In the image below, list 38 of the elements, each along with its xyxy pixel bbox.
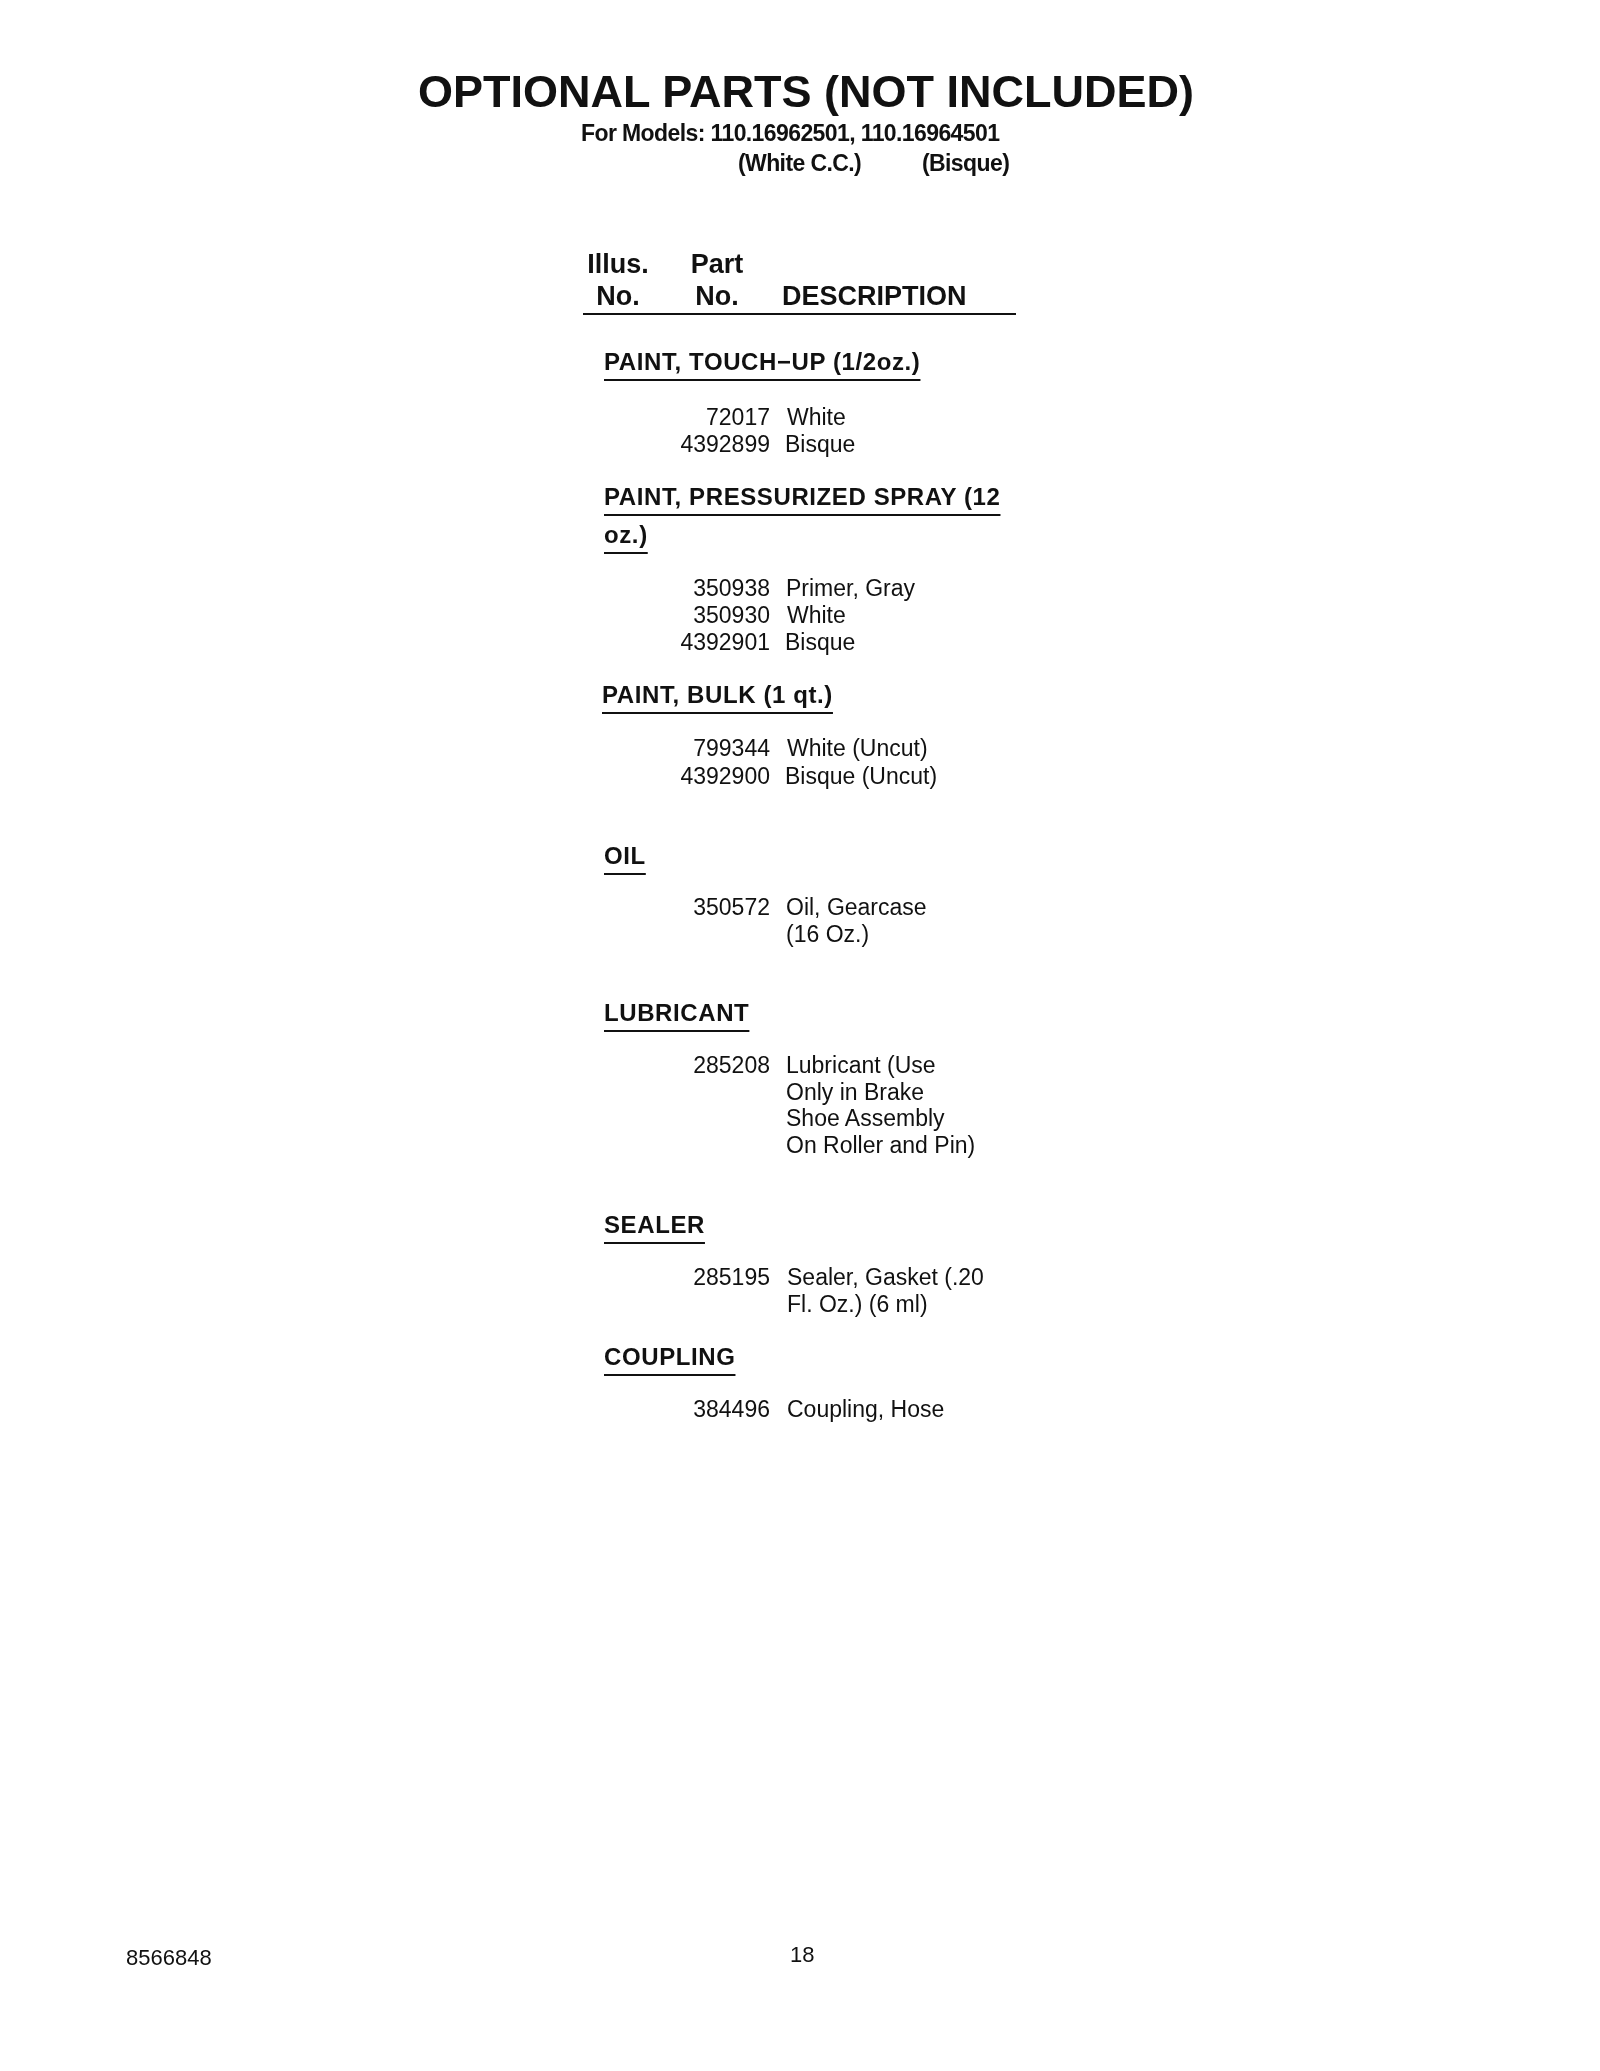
part-number: 285195 [693,1264,770,1291]
model-line: For Models: 110.16962501, 110.16964501 [581,120,1000,147]
section-heading: OIL [604,841,646,871]
part-number: 350938 [693,575,770,602]
section-heading: COUPLING [604,1342,736,1372]
part-description: White (Uncut) [787,735,929,762]
part-description: Primer, Gray [786,575,917,602]
part-number: 384496 [693,1396,770,1423]
part-description: Bisque [785,629,857,656]
part-number: 350572 [693,894,770,921]
section-heading: LUBRICANT [604,998,750,1028]
page-number: 18 [790,1942,815,1968]
page-title: OPTIONAL PARTS (NOT INCLUDED) [417,66,1195,118]
column-header: Part No. [689,248,745,312]
part-description: Sealer, Gasket (.20 Fl. Oz.) (6 ml) [787,1264,985,1318]
part-description: Bisque (Uncut) [785,763,939,790]
part-description: Coupling, Hose [787,1396,946,1423]
document-number: 8566848 [126,1945,212,1971]
model-color: (Bisque) [922,150,1010,177]
part-description: White [787,404,847,431]
part-number: 4392899 [680,431,770,458]
part-description: Lubricant (Use Only in Brake Shoe Assembly On Roller and Pin) [786,1052,976,1159]
part-number: 285208 [693,1052,770,1079]
part-description: White [787,602,847,629]
part-number: 4392900 [680,763,770,790]
section-heading: SEALER [604,1210,705,1240]
column-header: DESCRIPTION [782,280,967,312]
model-color: (White C.C.) [738,150,862,177]
column-header: Illus. No. [586,248,650,312]
section-heading: PAINT, BULK (1 qt.) [602,680,833,710]
part-number: 72017 [706,404,770,431]
section-heading: PAINT, PRESSURIZED SPRAY (12 oz.) [604,482,1002,550]
part-number: 350930 [693,602,770,629]
part-number: 4392901 [680,629,770,656]
part-description: Bisque [785,431,857,458]
part-description: Oil, Gearcase (16 Oz.) [786,894,928,948]
section-heading: PAINT, TOUCH−UP (1/2oz.) [604,347,921,377]
part-number: 799344 [693,735,770,762]
